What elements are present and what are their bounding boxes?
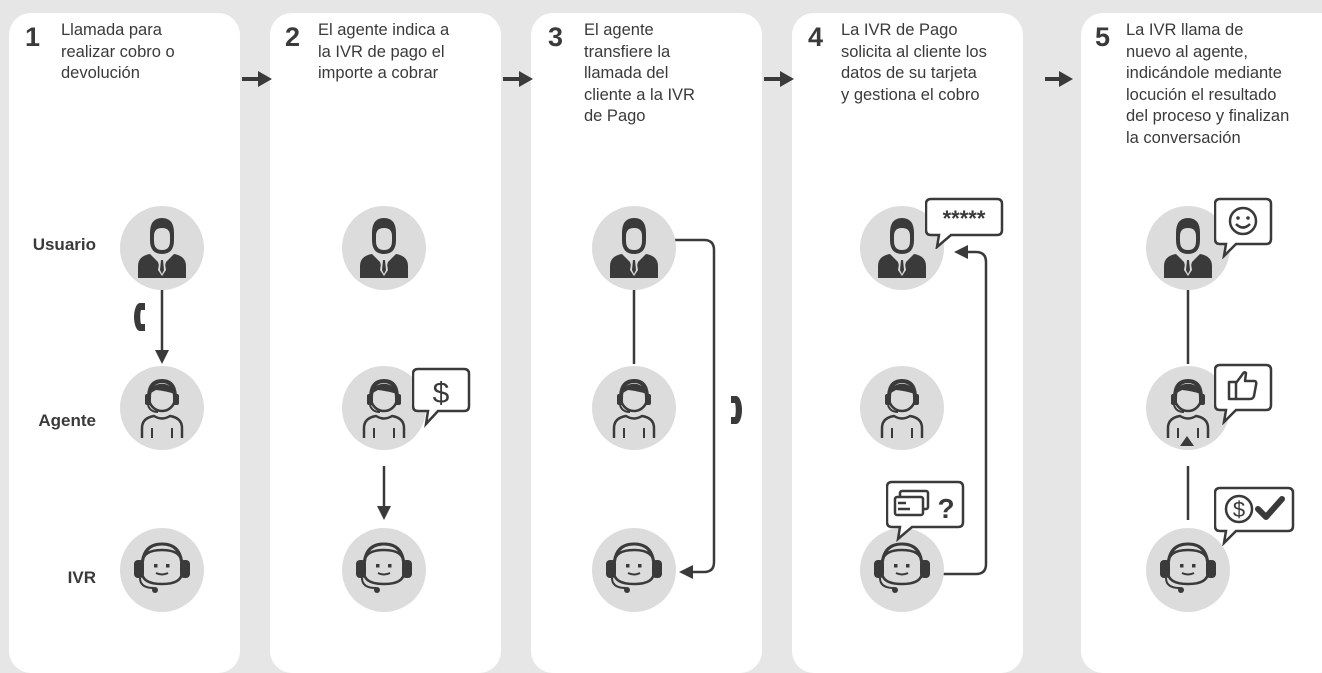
phone-icon <box>134 303 145 331</box>
dollar-sign: $ <box>1233 497 1245 522</box>
step-text-5: La IVR llama de nuevo al agente, indicán… <box>1126 21 1290 147</box>
smiley-icon <box>1228 206 1258 236</box>
user-icon <box>342 206 426 290</box>
step-number-2: 2 <box>285 22 301 52</box>
arrow-right-icon <box>242 71 272 87</box>
ivr-robot-icon <box>342 528 426 612</box>
user-icon <box>1146 206 1230 290</box>
step-text-2: El agente indica a la IVR de pago el imp… <box>318 21 450 82</box>
agent-headset-icon <box>860 366 944 450</box>
arrow-right-icon <box>764 71 794 87</box>
ivr-robot-icon <box>860 528 944 612</box>
speech-bubble-icon: ? <box>886 480 965 542</box>
ivr-robot-icon <box>592 528 676 612</box>
agent-shirt-detail <box>1180 436 1194 446</box>
speech-bubble-icon: $ <box>412 367 471 428</box>
speech-bubble-icon <box>1214 363 1273 425</box>
flow-connectors <box>134 71 1190 579</box>
step-text-3: El agente transfiere la llamada del clie… <box>584 21 695 125</box>
phone-icon <box>731 396 742 424</box>
agent-headset-icon <box>592 366 676 450</box>
credit-card-icon <box>893 489 930 517</box>
speech-bubble-icon: $ <box>1214 486 1295 546</box>
step-text-4: La IVR de Pago solicita al cliente los d… <box>841 21 987 104</box>
step-number-4: 4 <box>808 22 824 52</box>
row-label-user: Usuario <box>32 235 96 254</box>
user-icon <box>592 206 676 290</box>
agent-headset-icon <box>120 366 204 450</box>
user-icon <box>120 206 204 290</box>
step-number-1: 1 <box>25 22 41 52</box>
step-number-3: 3 <box>548 22 564 52</box>
speech-bubble-icon: ***** <box>925 197 1004 249</box>
arrow-right-icon <box>503 71 533 87</box>
row-label-ivr: IVR <box>67 568 96 587</box>
speech-bubble-icon <box>1214 197 1273 259</box>
dollar-check-icon: $ <box>1224 494 1285 524</box>
question-mark: ? <box>937 493 954 524</box>
dollar-sign: $ <box>433 377 450 410</box>
step-text-1: Llamada para realizar cobro o devolución <box>61 21 175 82</box>
ivr-robot-icon <box>120 528 204 612</box>
ivr-robot-icon <box>1146 528 1230 612</box>
row-label-agent: Agente <box>38 411 96 430</box>
step-number-5: 5 <box>1095 22 1111 52</box>
arrow-right-icon <box>1045 71 1073 87</box>
password-mask: ***** <box>943 206 986 231</box>
thumbs-up-icon <box>1227 371 1258 401</box>
